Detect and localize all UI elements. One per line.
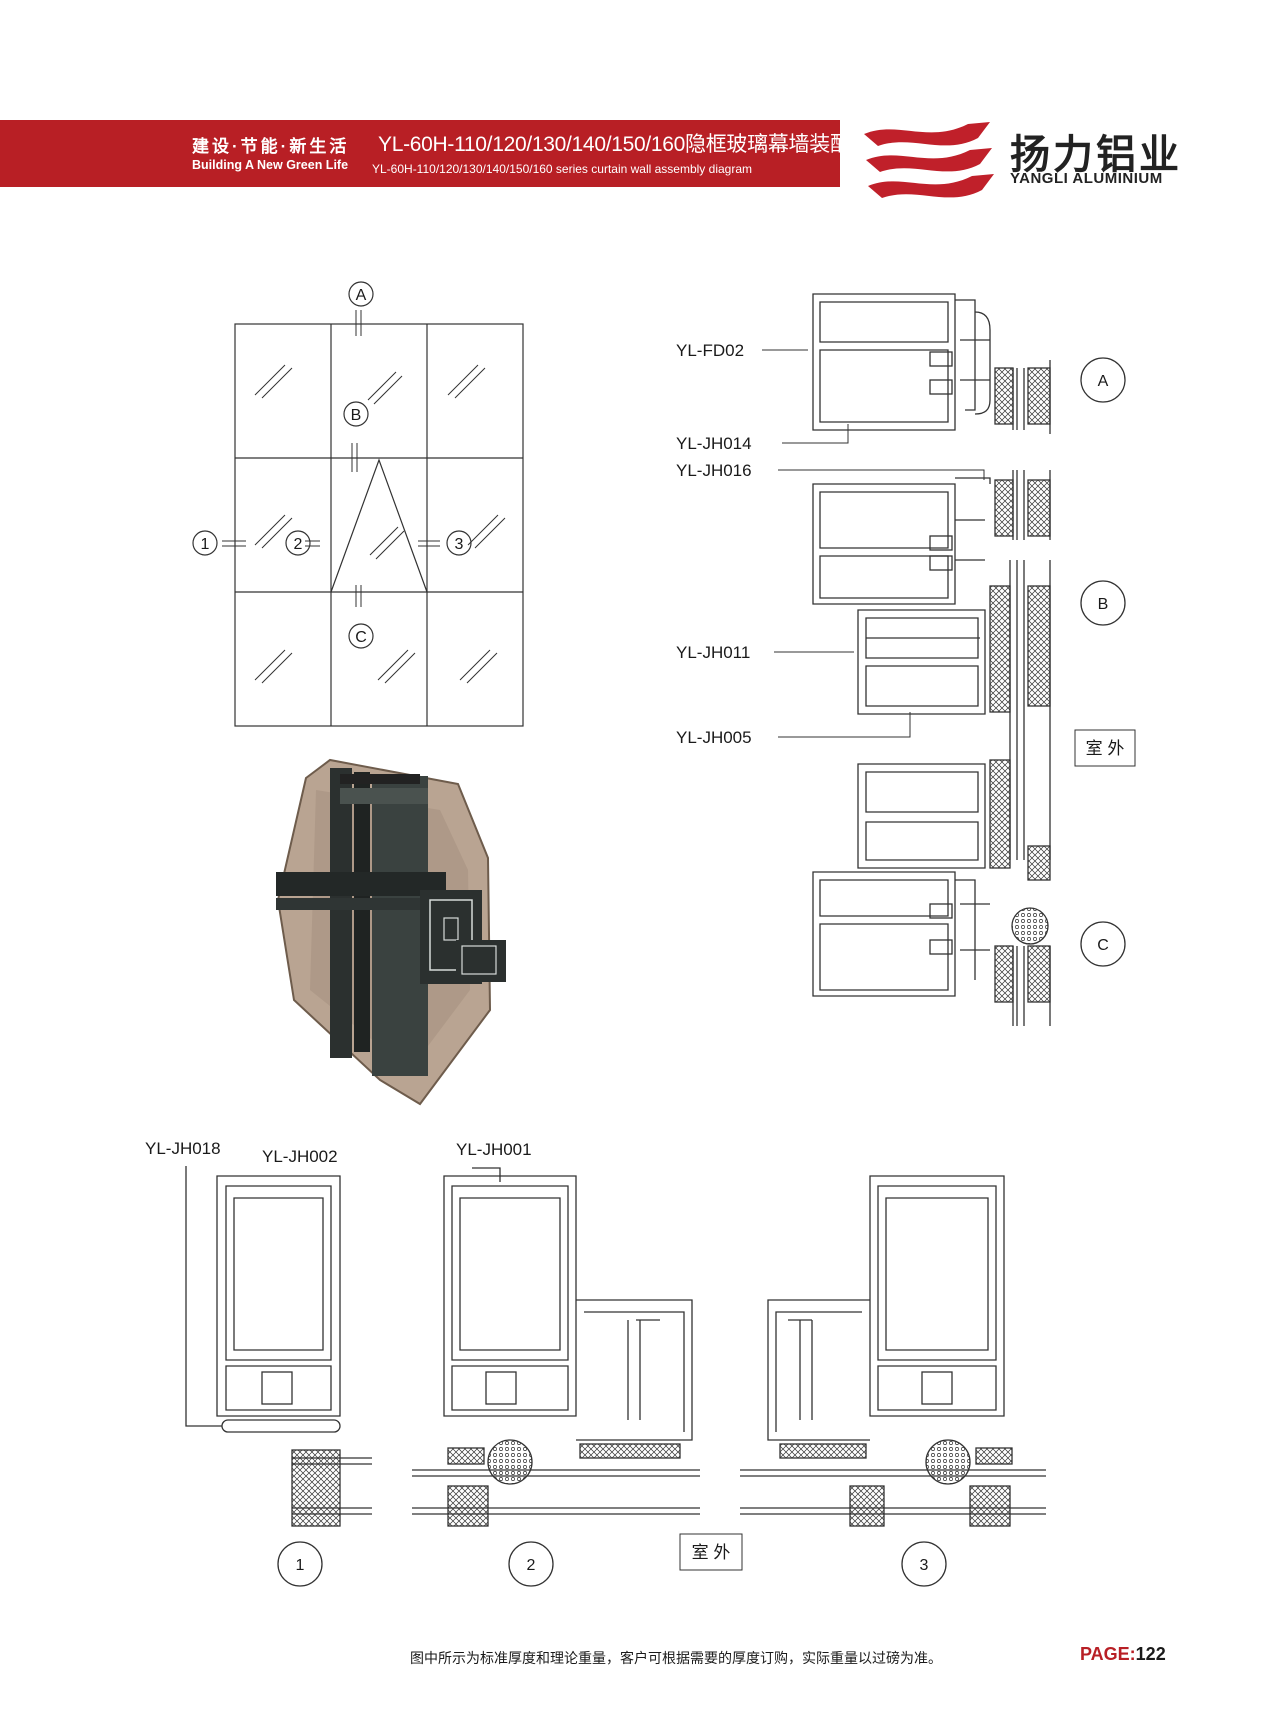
- part-label-yl-jh018: YL-JH018: [145, 1139, 221, 1158]
- outdoor-label-vertical: 室 外: [1086, 739, 1125, 758]
- part-label-yl-jh011: YL-JH011: [676, 643, 750, 662]
- section-marker-a: A: [1098, 373, 1109, 390]
- part-label-yl-fd02: YL-FD02: [676, 341, 744, 360]
- section-marker-3: 3: [920, 1557, 929, 1574]
- elevation-marker-2: 2: [294, 536, 303, 553]
- part-label-yl-jh005: YL-JH005: [676, 728, 752, 747]
- elevation-view: [192, 281, 524, 727]
- part-label-yl-jh001: YL-JH001: [456, 1140, 532, 1159]
- footer-note: 图中所示为标准厚度和理论重量，客户可根据需要的厚度订购，实际重量以过磅为准。: [410, 1650, 942, 1666]
- page-number: PAGE:122: [1080, 1644, 1166, 1665]
- part-label-yl-jh002: YL-JH002: [262, 1147, 338, 1166]
- section-marker-c: C: [1097, 937, 1109, 954]
- brand-name-en: YANGLI ALUMINIUM: [1010, 170, 1163, 187]
- elevation-marker-1: 1: [201, 536, 210, 553]
- page-prefix: PAGE:: [1080, 1644, 1136, 1664]
- part-label-yl-jh014: YL-JH014: [676, 434, 752, 453]
- header-title-en: YL-60H-110/120/130/140/150/160 series cu…: [372, 162, 752, 176]
- section-marker-1: 1: [296, 1557, 305, 1574]
- brand-name-cn: 扬力铝业: [1010, 133, 1182, 177]
- elevation-marker-b: B: [351, 407, 362, 424]
- page-number-value: 122: [1135, 1644, 1166, 1664]
- elevation-marker-a: A: [356, 287, 367, 304]
- horizontal-section: [185, 1166, 1046, 1587]
- elevation-marker-3: 3: [455, 536, 464, 553]
- header-slogan-cn: 建设·节能·新生活: [192, 137, 350, 156]
- section-marker-b: B: [1098, 596, 1109, 613]
- elevation-marker-c: C: [355, 629, 367, 646]
- vertical-section: [762, 293, 1136, 1026]
- header-title-cn: YL-60H-110/120/130/140/150/160隐框玻璃幕墙装配图: [378, 133, 872, 156]
- header-slogan-en: Building A New Green Life: [192, 158, 349, 172]
- header-band: [0, 120, 840, 187]
- section-marker-2: 2: [527, 1557, 536, 1574]
- yangli-logo-icon: [864, 122, 994, 198]
- outdoor-label-horizontal: 室 外: [692, 1543, 731, 1562]
- curtain-wall-3d-render: [276, 758, 506, 1106]
- part-label-yl-jh016: YL-JH016: [676, 461, 752, 480]
